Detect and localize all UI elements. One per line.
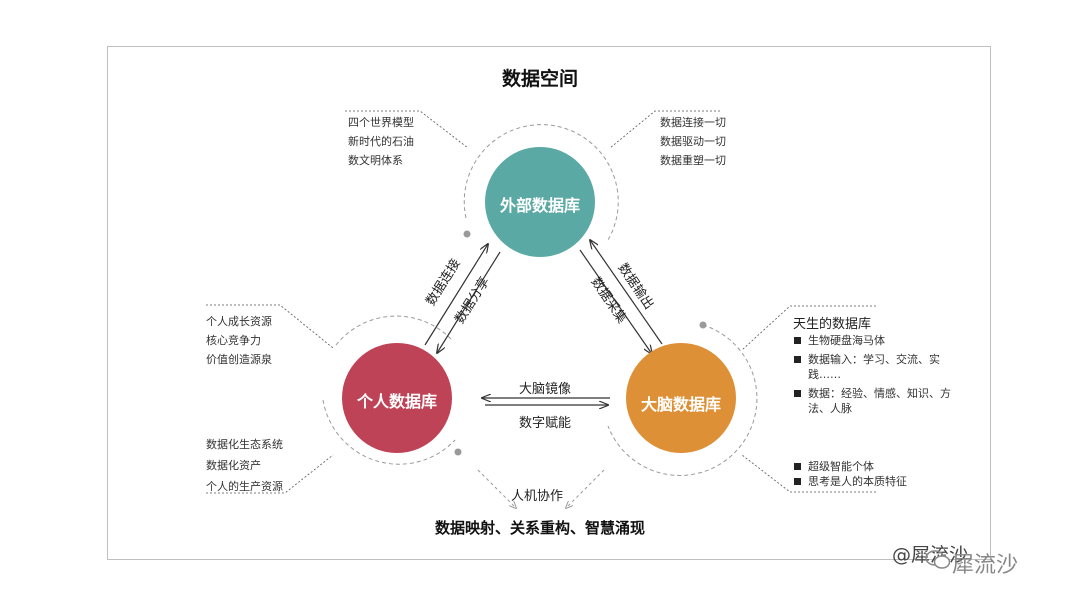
note-item: 数据化资产 bbox=[206, 459, 261, 472]
note-item: 数据重塑一切 bbox=[660, 154, 726, 167]
note-item: 价值创造源泉 bbox=[206, 353, 272, 366]
note-item: 数据连接一切 bbox=[660, 116, 726, 129]
note-item: 四个世界模型 bbox=[348, 116, 414, 129]
note-item: 核心竞争力 bbox=[206, 334, 261, 347]
brain-ring-dot bbox=[699, 321, 707, 329]
external-ring bbox=[463, 124, 619, 241]
leader-brain-top bbox=[741, 305, 876, 351]
personal-node-label: 个人数据库 bbox=[356, 392, 437, 411]
leader-brain-bottom bbox=[741, 454, 876, 493]
personal-notes-top: 个人成长资源 核心竞争力 价值创造源泉 bbox=[206, 312, 272, 369]
arrow-collab-right bbox=[566, 469, 605, 508]
list-item: 数据输入：学习、交流、实践…… bbox=[794, 352, 954, 382]
diagram-title: 数据空间 bbox=[501, 68, 578, 90]
edge-label-bottom-top: 大脑镜像 bbox=[519, 382, 572, 397]
external-notes-right: 数据连接一切 数据驱动一切 数据重塑一切 bbox=[660, 113, 726, 170]
arrow-external-to-personal bbox=[437, 251, 501, 353]
external-node bbox=[485, 147, 595, 257]
brain-ring bbox=[607, 324, 758, 476]
list-item: 生物硬盘海马体 bbox=[794, 333, 954, 348]
personal-ring bbox=[335, 315, 453, 346]
leader-personal-top bbox=[206, 304, 334, 349]
list-item: 数据：经验、情感、知识、方法、人脉 bbox=[794, 386, 954, 416]
personal-ring-dot bbox=[454, 448, 462, 456]
note-item: 数据驱动一切 bbox=[660, 135, 726, 148]
leader-external-right bbox=[609, 110, 720, 149]
list-item: 思考是人的本质特征 bbox=[794, 474, 954, 489]
note-item: 数据化生态系统 bbox=[206, 438, 283, 451]
arrow-external-to-brain bbox=[579, 249, 652, 354]
bottom-summary: 数据映射、关系重构、智慧涌现 bbox=[434, 519, 645, 537]
external-notes-left: 四个世界模型 新时代的石油 数文明体系 bbox=[348, 113, 414, 170]
diagram-frame bbox=[107, 46, 991, 560]
brain-bullets-bottom: 超级智能个体 思考是人的本质特征 bbox=[794, 459, 954, 493]
personal-node bbox=[342, 343, 452, 453]
note-item: 个人成长资源 bbox=[206, 315, 272, 328]
personal-notes-bottom: 数据化生态系统 数据化资产 个人的生产资源 bbox=[206, 434, 283, 497]
edge-label-bottom-bottom: 数字赋能 bbox=[519, 416, 572, 431]
brain-node bbox=[626, 343, 736, 453]
leader-external-left bbox=[345, 110, 469, 149]
edge-label-collab: 人机协作 bbox=[511, 489, 564, 504]
external-node-label: 外部数据库 bbox=[499, 196, 580, 215]
list-item: 超级智能个体 bbox=[794, 459, 954, 474]
watermark-brand: 犀流沙 bbox=[952, 553, 1019, 578]
brain-node-label: 大脑数据库 bbox=[640, 395, 721, 414]
note-item: 个人的生产资源 bbox=[206, 480, 283, 493]
note-item: 新时代的石油 bbox=[348, 135, 414, 148]
arrow-brain-to-external bbox=[590, 240, 663, 345]
chat-icon bbox=[925, 550, 951, 569]
external-ring-dot bbox=[463, 230, 471, 238]
note-item: 数文明体系 bbox=[348, 154, 403, 167]
arrow-personal-to-external bbox=[424, 244, 488, 346]
brain-heading: 天生的数据库 bbox=[793, 317, 872, 332]
arrow-collab-left bbox=[477, 469, 516, 508]
brain-bullets-top: 生物硬盘海马体 数据输入：学习、交流、实践…… 数据：经验、情感、知识、方法、人… bbox=[794, 333, 954, 420]
personal-ring-lower bbox=[322, 399, 456, 465]
